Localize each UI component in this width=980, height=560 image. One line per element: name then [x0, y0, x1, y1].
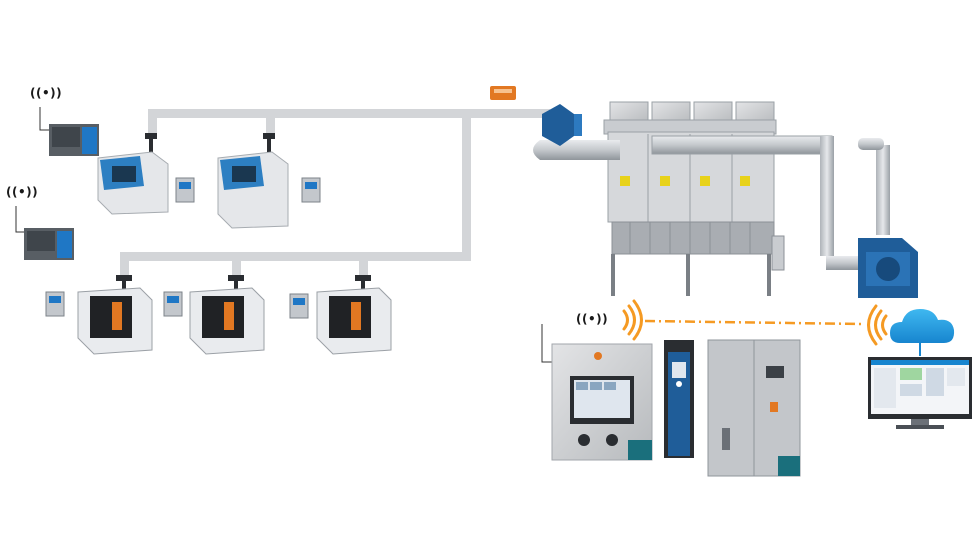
sensor-box — [490, 86, 516, 100]
extraction-fan — [858, 238, 918, 298]
cnc-machine-1 — [97, 133, 195, 215]
data-link-line — [644, 319, 863, 326]
wireless-signal-icon: ((•)) — [30, 86, 63, 100]
cnc-machine-2 — [217, 133, 321, 229]
control-panel-cabinet — [541, 324, 653, 461]
cnc-machine-4 — [163, 275, 265, 355]
cnc-machine-3 — [45, 275, 153, 355]
control-unit-2 — [15, 206, 74, 260]
dust-collector — [490, 86, 918, 298]
wireless-signal-icon: ((•)) — [6, 185, 39, 199]
wireless-signal-icon: ((•)) — [576, 312, 609, 326]
wifi-waves-icon — [867, 304, 888, 346]
duct-network — [120, 109, 550, 275]
cnc-machine-5 — [289, 275, 392, 355]
cloud-icon — [890, 309, 955, 356]
electrical-cabinet — [707, 339, 801, 477]
frequency-inverter — [664, 340, 694, 458]
control-unit-1 — [39, 107, 99, 156]
monitor-dashboard — [868, 357, 972, 429]
wifi-waves-icon — [622, 299, 643, 341]
